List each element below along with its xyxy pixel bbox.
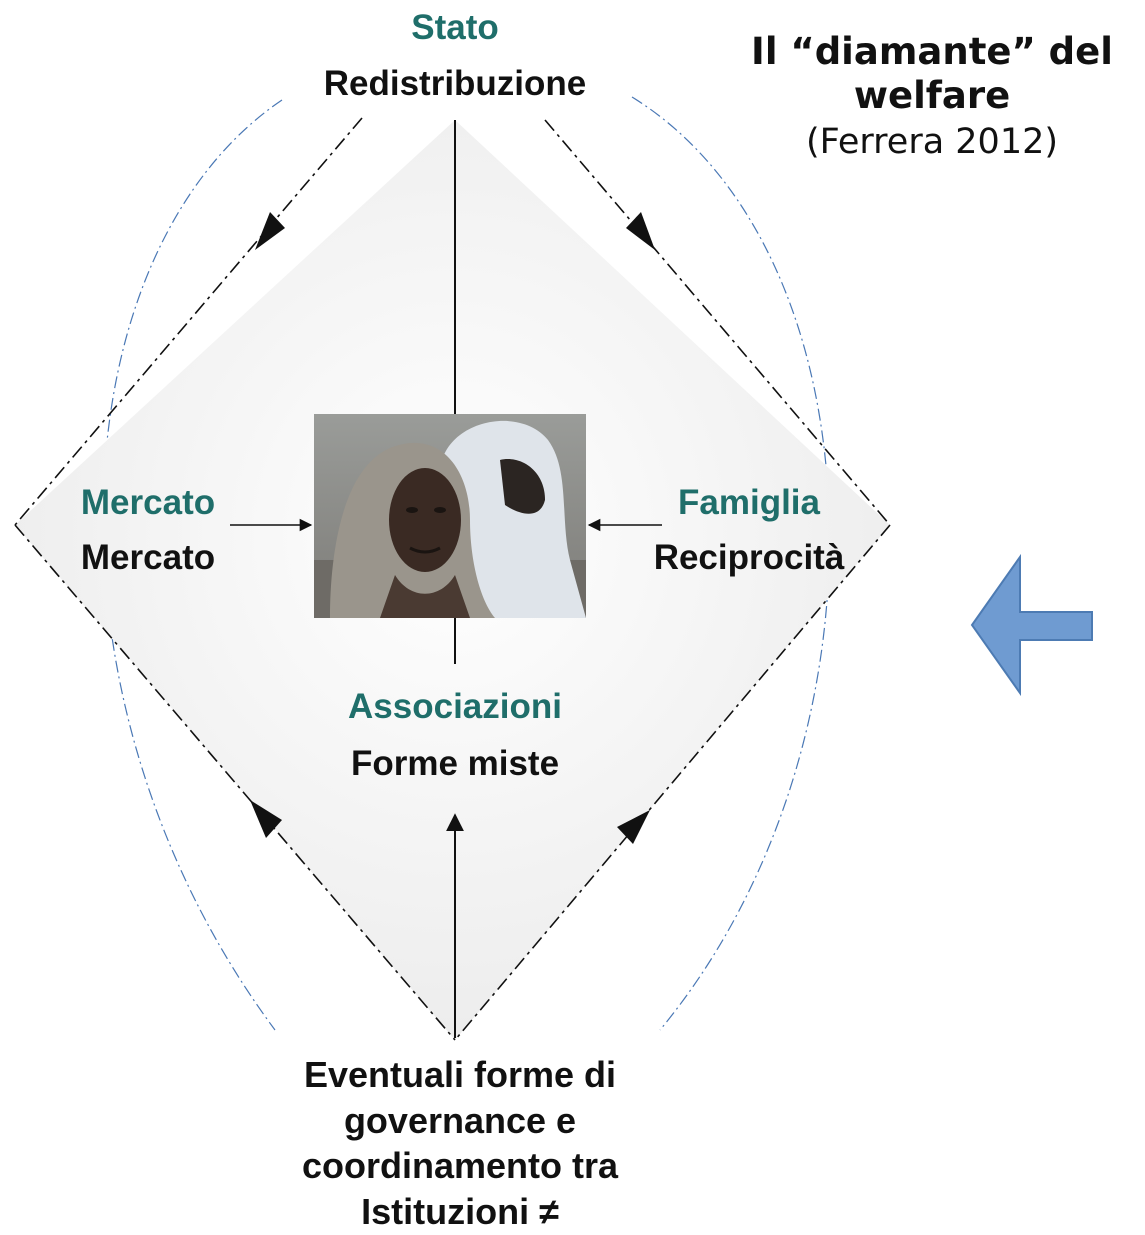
node-left-actor: Mercato (80, 483, 216, 522)
arrowhead-top-left (255, 212, 285, 250)
center-photo (314, 414, 586, 618)
outer-curve-right (631, 96, 830, 1031)
node-right-principle: Reciprocità (653, 538, 845, 577)
node-top-actor: Stato (411, 8, 499, 47)
edge-bottom-left (14, 524, 456, 1041)
edge-top-left (14, 117, 363, 526)
node-bottom-principle: Forme miste (350, 744, 560, 783)
node-right-actor: Famiglia (678, 483, 820, 522)
governance-note-line-4: Istituzioni ≠ (361, 1191, 559, 1233)
diagram-title: Il “diamante” del welfare (Ferrera 2012) (712, 30, 1145, 163)
edge-top-right (544, 119, 891, 526)
governance-note-line-3: coordinamento tra (301, 1145, 619, 1187)
arrowhead-top-right (626, 212, 655, 250)
edge-bottom-right (454, 524, 891, 1041)
governance-note-line-2: governance e (343, 1099, 577, 1141)
title-line-2: welfare (853, 74, 1011, 118)
node-left-principle: Mercato (80, 538, 216, 577)
arrowhead-bottom-right (617, 810, 650, 844)
left-arrow-icon (970, 553, 1093, 697)
governance-note-line-1: Eventuali forme di (303, 1054, 617, 1095)
title-line-1: Il “diamante” del (751, 30, 1113, 73)
title-citation: (Ferrera 2012) (805, 121, 1059, 162)
governance-note: Eventuali forme di governance e coordina… (230, 1052, 690, 1235)
node-top-principle: Redistribuzione (323, 64, 587, 103)
arrowhead-bottom-left (250, 800, 282, 838)
node-bottom-actor: Associazioni (348, 687, 562, 726)
